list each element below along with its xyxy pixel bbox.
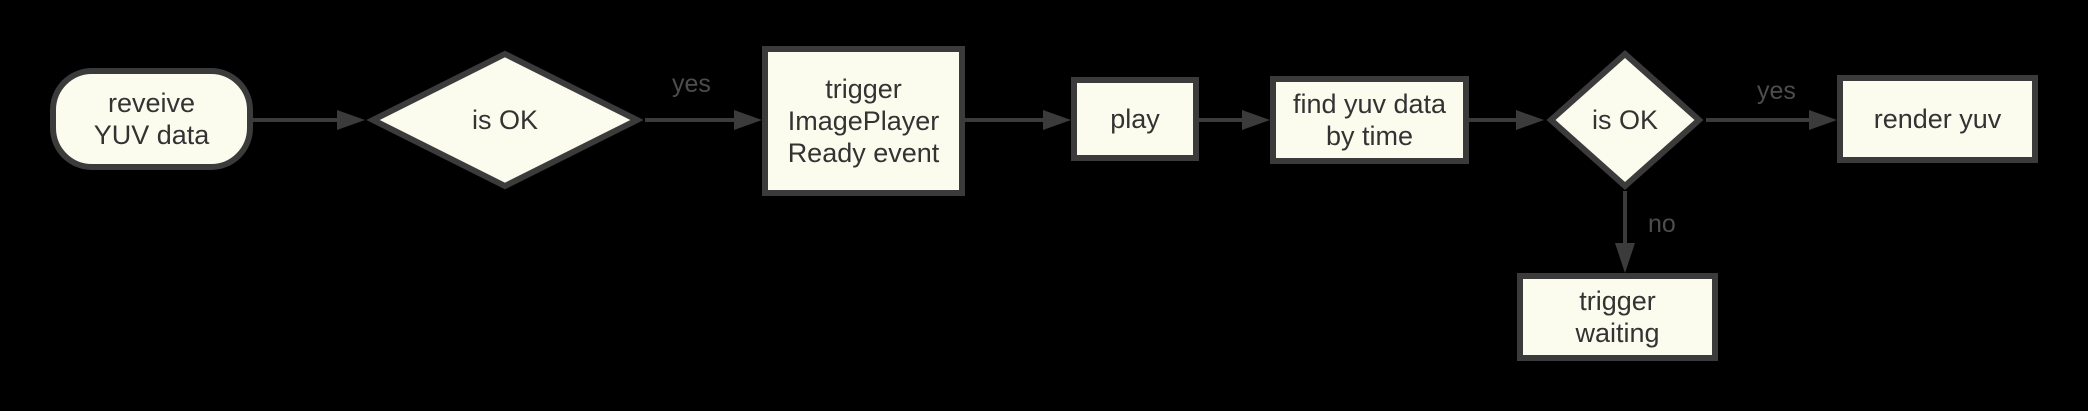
arrow-receive-to-isok1 [253, 118, 337, 122]
arrowhead-icon [1516, 110, 1544, 130]
diamond-shape [1546, 49, 1704, 191]
node-trigger-waiting: trigger waiting [1517, 273, 1718, 361]
diamond-shape [366, 50, 644, 190]
edge-label-yes-1: yes [672, 70, 711, 98]
arrowhead-icon [1809, 110, 1837, 130]
arrow-isok2-to-waiting [1623, 191, 1627, 243]
arrowhead-icon [1043, 110, 1071, 130]
arrowhead-icon [734, 110, 762, 130]
arrowhead-icon [1242, 110, 1270, 130]
node-trigger-imageplayer-ready: trigger ImagePlayer Ready event [762, 46, 965, 196]
arrow-find-to-isok2 [1469, 118, 1516, 122]
arrowhead-icon [337, 110, 365, 130]
edge-label-no: no [1648, 210, 1676, 238]
arrow-play-to-find [1199, 118, 1242, 122]
node-play: play [1071, 77, 1199, 161]
node-render-yuv: render yuv [1837, 75, 2038, 163]
node-find-yuv-data-by-time: find yuv data by time [1270, 76, 1469, 164]
decision-is-ok-1: is OK [365, 49, 645, 191]
node-receive-yuv-data: reveive YUV data [50, 68, 253, 170]
decision-label: is OK [471, 105, 538, 135]
arrow-isok1-to-ready [645, 118, 734, 122]
arrow-ready-to-play [965, 118, 1043, 122]
arrow-isok2-to-render [1706, 118, 1809, 122]
edge-label-yes-2: yes [1757, 77, 1796, 105]
decision-label: is OK [1591, 105, 1658, 135]
decision-is-ok-2: is OK [1544, 49, 1706, 191]
arrowhead-icon [1615, 243, 1635, 273]
